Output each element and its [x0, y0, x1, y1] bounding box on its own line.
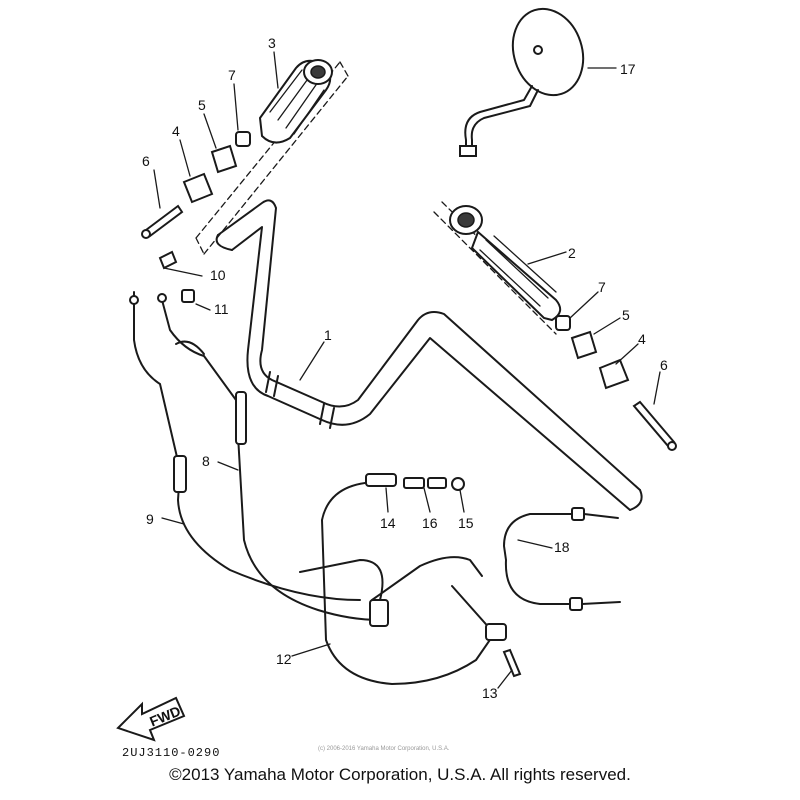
mirror — [459, 7, 585, 157]
callout-1: 1 — [324, 327, 332, 343]
clutch-cable-group — [129, 291, 381, 621]
throttle-cable — [299, 473, 522, 685]
callout-labels: 3 7 5 4 6 10 11 1 2 7 5 4 6 17 8 9 14 16… — [142, 35, 668, 701]
callout-18: 18 — [554, 539, 570, 555]
callout-10: 10 — [210, 267, 226, 283]
callout-8: 8 — [202, 453, 210, 469]
callout-3: 3 — [268, 35, 276, 51]
callout-4-right: 4 — [638, 331, 646, 347]
left-grip — [258, 59, 333, 144]
svg-text:FWD: FWD — [147, 703, 183, 730]
callout-15: 15 — [458, 515, 474, 531]
handlebar — [215, 199, 643, 511]
cable-18 — [503, 507, 621, 611]
cable-clamp-parts — [158, 250, 195, 303]
right-grip — [449, 205, 562, 322]
right-bar-end-parts — [555, 315, 677, 451]
watermark-text: (c) 2006-2016 Yamaha Motor Corporation, … — [318, 746, 450, 752]
callout-9: 9 — [146, 511, 154, 527]
assembly-line-left — [195, 61, 349, 255]
callout-7-right: 7 — [598, 279, 606, 295]
callout-16: 16 — [422, 515, 438, 531]
callout-14: 14 — [380, 515, 396, 531]
fwd-arrow-icon: FWD — [116, 696, 186, 742]
callout-5-left: 5 — [198, 97, 206, 113]
callout-leaders — [153, 51, 661, 689]
callout-6-right: 6 — [660, 357, 668, 373]
callout-17: 17 — [620, 61, 636, 77]
callout-2: 2 — [568, 245, 576, 261]
callout-12: 12 — [276, 651, 292, 667]
callout-13: 13 — [482, 685, 498, 701]
callout-11: 11 — [214, 301, 229, 317]
drawing-code: 2UJ3110-0290 — [122, 746, 221, 760]
callout-7-left: 7 — [228, 67, 236, 83]
callout-5-right: 5 — [622, 307, 630, 323]
copyright-notice: ©2013 Yamaha Motor Corporation, U.S.A. A… — [169, 765, 631, 784]
callout-6-left: 6 — [142, 153, 150, 169]
callout-4-left: 4 — [172, 123, 180, 139]
left-bar-end-parts — [141, 131, 251, 239]
